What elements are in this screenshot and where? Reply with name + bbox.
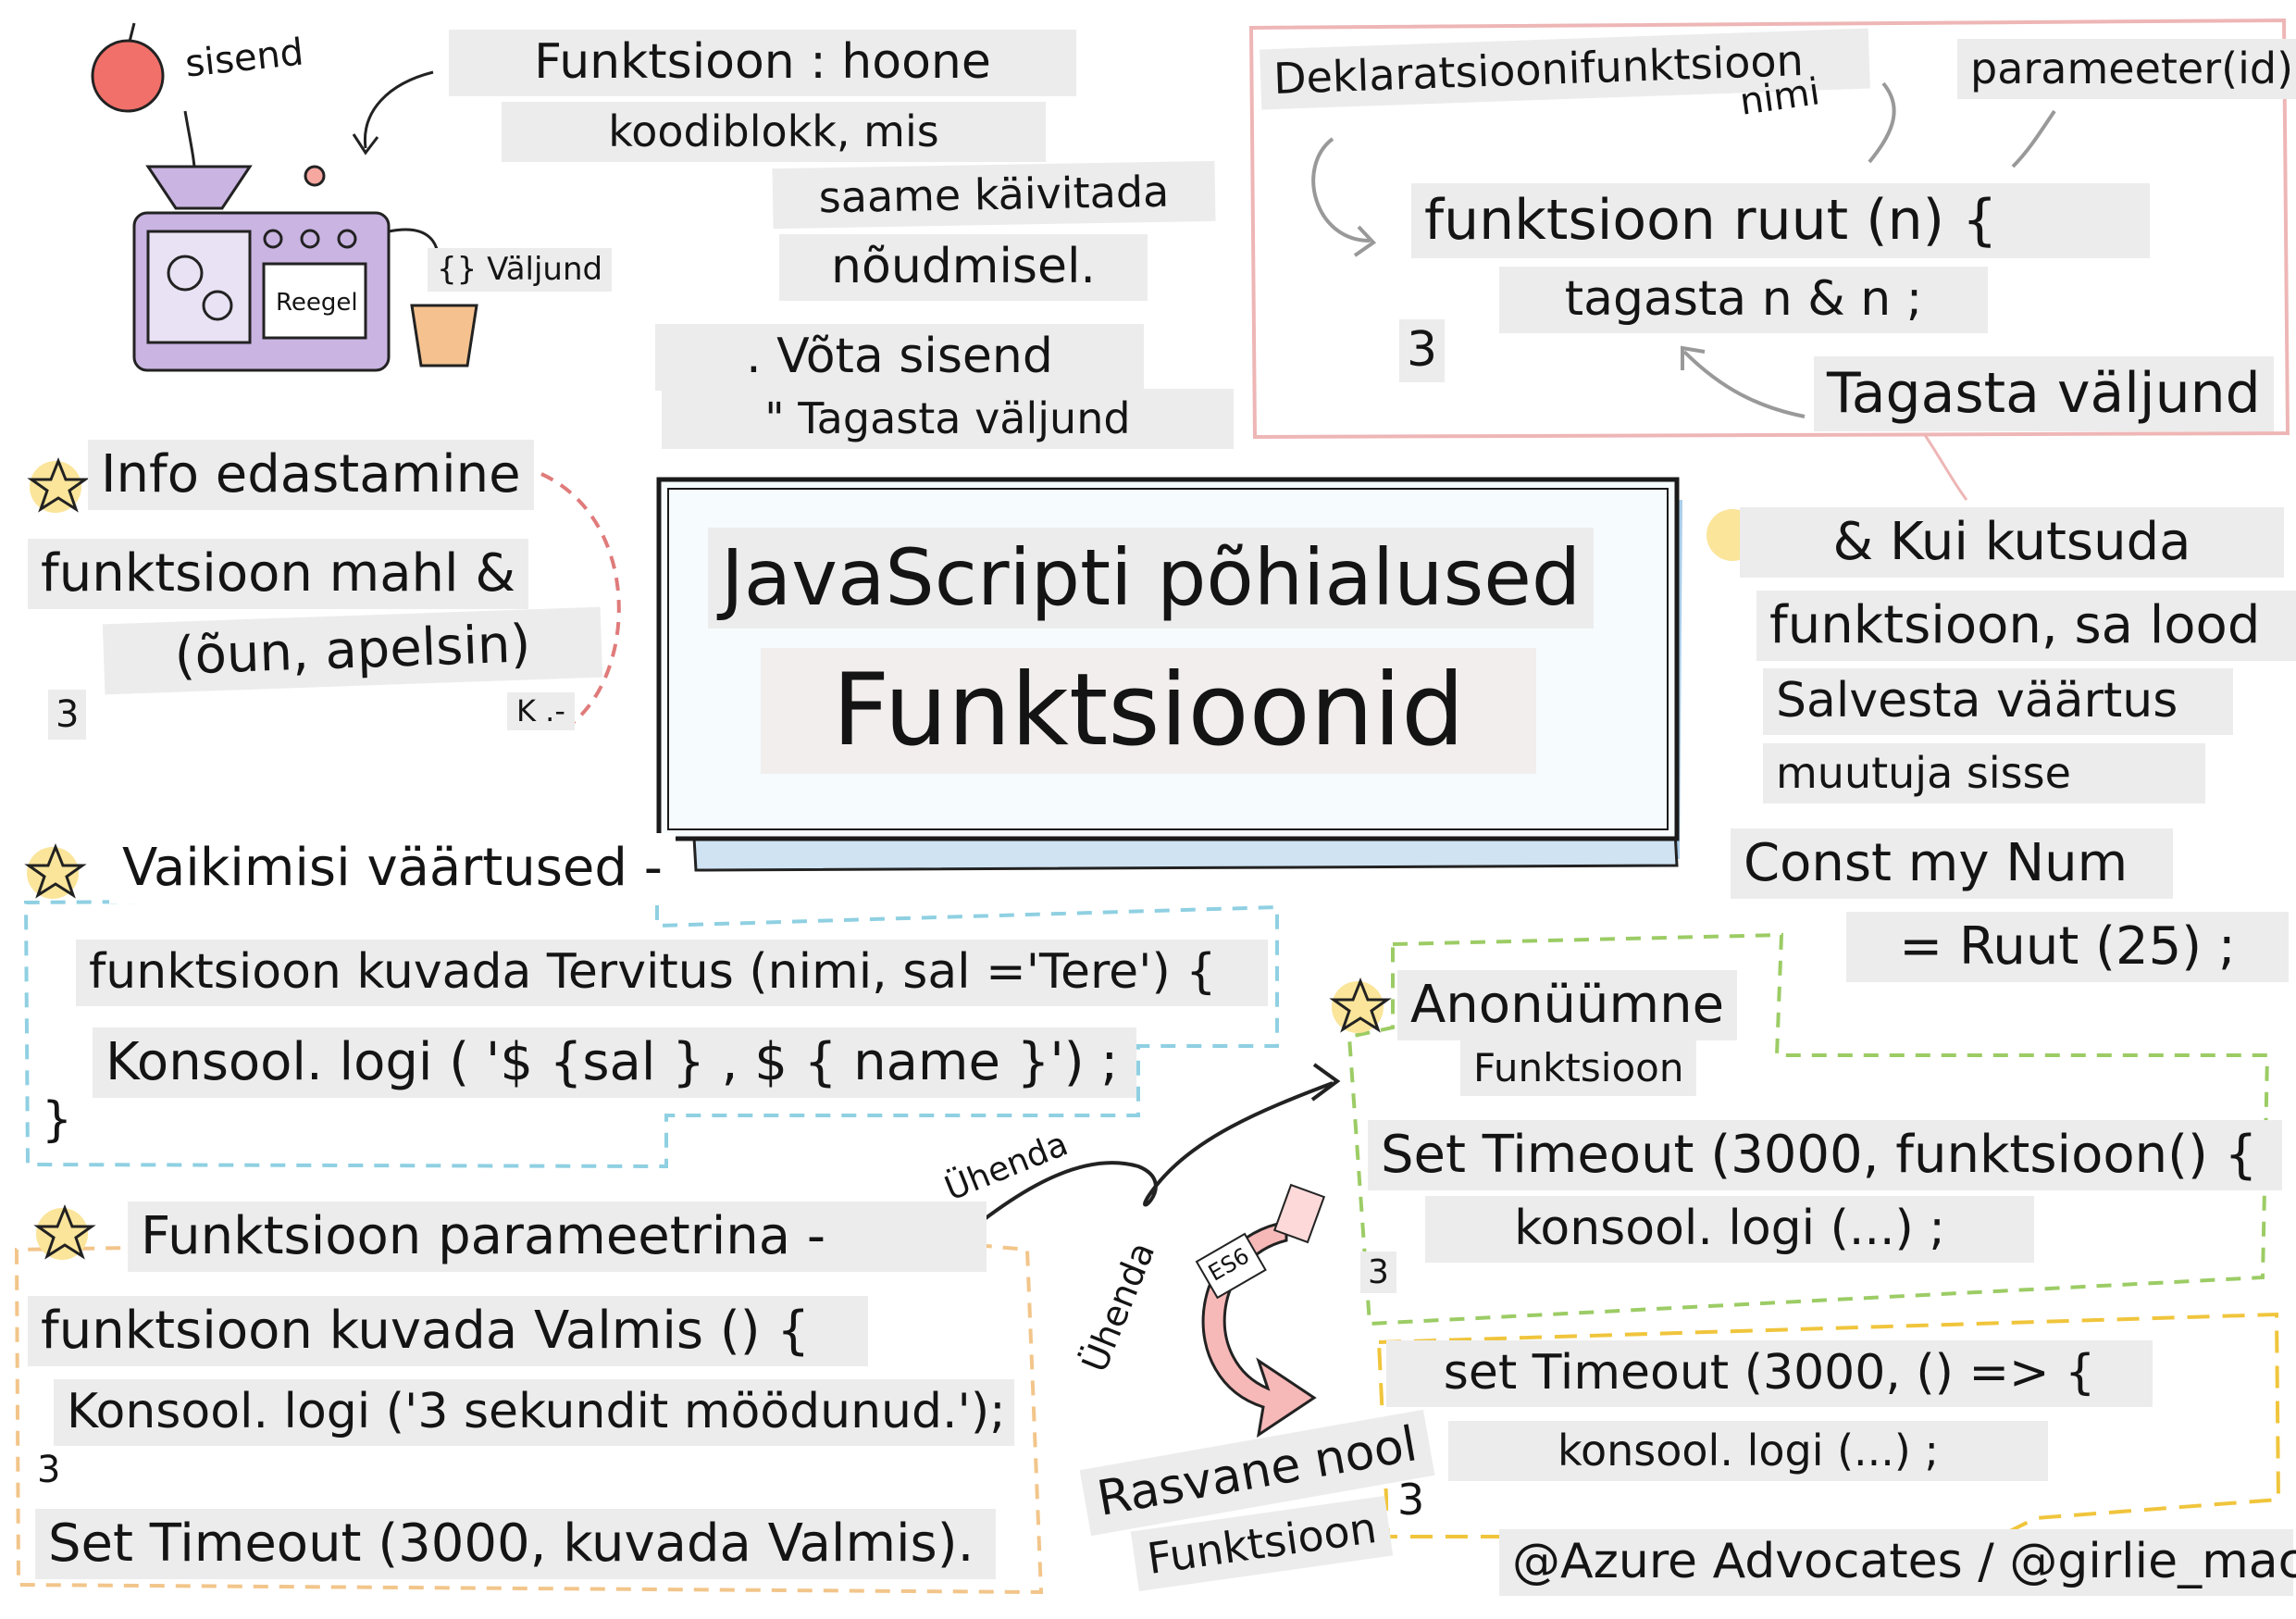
credit: @Azure Advocates / @girlie_mac (1499, 1529, 2296, 1596)
definition-arrow (363, 70, 434, 149)
decl-arrow-return (1682, 350, 1806, 418)
call-line-4: muutuja sisse (1763, 743, 2205, 803)
defaults-code-1: funktsioon kuvada Tervitus (nimi, sal ='… (76, 940, 1268, 1006)
paramfn-heading: Funktsioon parameetrina - (128, 1202, 987, 1273)
declaration-frame (1248, 18, 2290, 440)
arrowfn-code-2: konsool. logi (...) ; (1448, 1421, 2048, 1481)
output-label: {} Väljund (428, 248, 613, 293)
join-arrow (928, 1081, 1334, 1265)
call-line-2: funktsioon, sa lood (1756, 591, 2296, 662)
declaration-return-label: Tagasta väljund (1814, 356, 2274, 431)
declaration-params-label: parameeter(id) (1957, 39, 2296, 99)
defaults-heading: Vaikimisi väärtused - (109, 833, 676, 904)
info-code-3: 3 (48, 690, 87, 740)
anonymous-code-1: Set Timeout (3000, funktsioon() { (1368, 1120, 2282, 1191)
paramfn-code-2: Konsool. logi ('3 sekundit möödunud.'); (54, 1379, 1014, 1446)
page-subtitle: Funktsioonid (761, 648, 1536, 775)
anonymous-sub: Funktsioon (1460, 1040, 1697, 1097)
definition-line-4: nõudmisel. (779, 234, 1148, 301)
call-line-1: & Kui kutsuda (1740, 507, 2284, 579)
decl-arrow-left (1311, 137, 1371, 243)
defaults-code-2: Konsool. logi ( '$ {sal } , $ { name }')… (93, 1027, 1136, 1099)
call-line-3: Salvesta väärtus (1763, 668, 2233, 735)
info-code-1: funktsioon mahl & (28, 539, 529, 610)
declaration-connector (1923, 434, 1968, 501)
declaration-code-1: funktsioon ruut (n) { (1411, 183, 2150, 258)
star-icon (33, 1203, 96, 1260)
definition-line-1: Funktsioon : hoone (449, 30, 1076, 96)
definition-line-2: koodiblokk, mis (502, 102, 1046, 162)
call-code-2: = Ruut (25) ; (1846, 912, 2289, 983)
declaration-code-3: 3 (1399, 319, 1446, 382)
definition-line-6: " Tagasta väljund (662, 389, 1234, 449)
star-icon (27, 456, 90, 513)
call-code-1: Const my Num (1731, 828, 2173, 900)
anonymous-dashed-frame (1347, 932, 2270, 1326)
decl-arrow-params (2011, 109, 2056, 168)
star-icon (1329, 977, 1392, 1033)
paramfn-code-4: Set Timeout (3000, kuvada Valmis). (35, 1509, 996, 1580)
decl-arrow-name (1868, 81, 1896, 164)
definition-line-3: saame käivitada (772, 160, 1216, 230)
anonymous-code-3: 3 (1360, 1252, 1396, 1294)
machine-illustration (91, 22, 478, 372)
info-dashed-curve (540, 472, 621, 724)
paramfn-dashed-frame (14, 1239, 1044, 1595)
pink-eraser (1272, 1183, 1326, 1244)
defaults-code-3: } (42, 1092, 73, 1148)
defaults-dashed-frame (23, 879, 1279, 1169)
es6-tag (1195, 1232, 1267, 1300)
paramfn-code-1: funktsioon kuvada Valmis () { (28, 1296, 868, 1367)
declaration-code-2: tagasta n & n ; (1499, 267, 1988, 333)
definition-line-5: . Võta sisend (655, 324, 1144, 391)
info-heading: Info edastamine (88, 440, 534, 511)
page-title: JavaScripti põhialused (708, 528, 1595, 629)
paramfn-code-3: 3 (37, 1449, 61, 1491)
info-note: K .- (507, 692, 575, 730)
rule-label: Reegel (276, 289, 358, 317)
anonymous-heading: Anonüümne (1397, 970, 1738, 1041)
arrowfn-code-1: set Timeout (3000, () => { (1386, 1340, 2153, 1407)
anonymous-code-2: konsool. logi (...) ; (1425, 1196, 2034, 1263)
star-icon (24, 842, 87, 899)
